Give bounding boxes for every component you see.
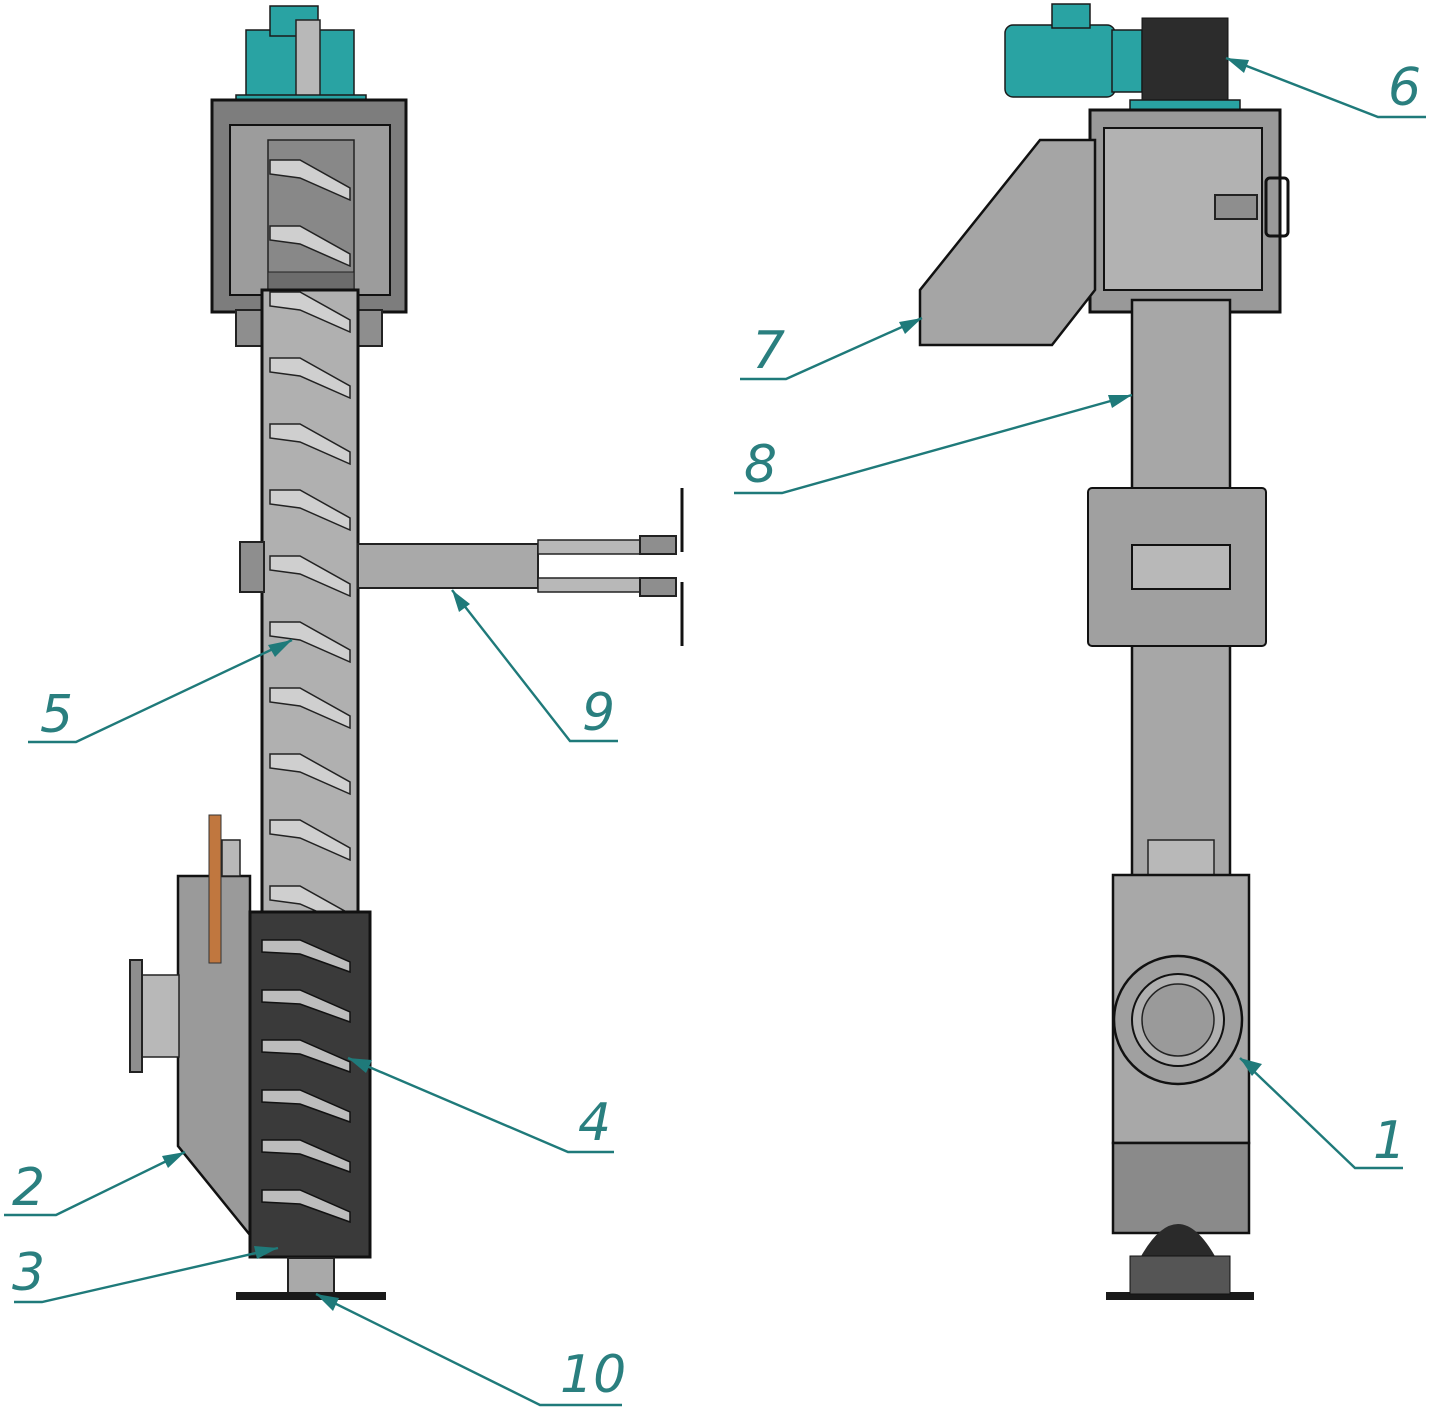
callout-4: 4 (347, 1056, 614, 1154)
lower-housing (1106, 839, 1254, 1300)
base-plate (236, 1257, 386, 1300)
screw-flight (269, 225, 351, 268)
callout-2-label: 2 (12, 1158, 45, 1218)
screw-flight (269, 819, 351, 862)
screw-flight (269, 621, 351, 664)
screw-flight (269, 291, 351, 334)
screw-flight (261, 939, 351, 974)
screw-flight (261, 989, 351, 1024)
callout-7: 7 (740, 316, 923, 381)
screen-section (248, 910, 372, 1259)
screw-flight (261, 1139, 351, 1174)
screw-flight (261, 1039, 351, 1074)
callout-7-label: 7 (752, 321, 785, 381)
screw-flight (261, 1189, 351, 1224)
callout-5: 5 (28, 638, 293, 745)
tube-clamp (1087, 487, 1267, 647)
support-bracket (239, 488, 684, 646)
screw-flight (269, 357, 351, 400)
right-view-external (918, 3, 1290, 1300)
right-top-housing (1088, 108, 1290, 314)
screw-flight (269, 753, 351, 796)
callout-8-label: 8 (744, 435, 777, 495)
screw-flight (269, 159, 351, 202)
callout-10: 10 (315, 1292, 626, 1407)
callout-9: 9 (451, 589, 618, 743)
screw-flight (269, 489, 351, 532)
callout-6-label: 6 (1388, 58, 1421, 118)
callout-5-label: 5 (40, 685, 73, 745)
left-view-sectional (129, 5, 684, 1300)
callout-10-label: 10 (560, 1345, 626, 1405)
screw-flight (269, 555, 351, 598)
callouts: 1 2 3 4 5 6 (4, 56, 1426, 1407)
screw-flight (261, 1089, 351, 1124)
discharge-chute (918, 138, 1097, 347)
callout-1-label: 1 (1373, 1111, 1406, 1171)
motor (1004, 3, 1241, 119)
callout-4-label: 4 (578, 1093, 611, 1153)
left-screw-tube (260, 159, 360, 928)
callout-2: 2 (4, 1150, 186, 1218)
callout-1: 1 (1239, 1057, 1406, 1171)
callout-6: 6 (1225, 56, 1426, 119)
callout-3: 3 (12, 1243, 279, 1304)
callout-8: 8 (734, 393, 1133, 495)
screw-flight (269, 687, 351, 730)
screw-flight (269, 423, 351, 466)
callout-9-label: 9 (582, 683, 615, 743)
callout-3-label: 3 (12, 1243, 45, 1303)
